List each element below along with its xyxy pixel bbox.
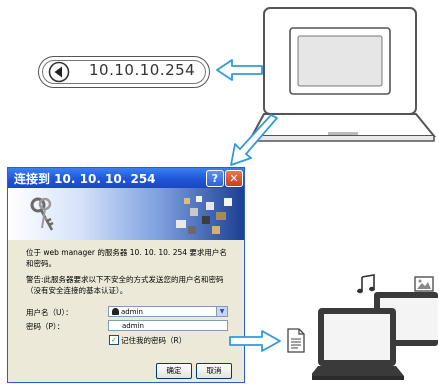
close-button[interactable]: ✕ — [225, 170, 243, 187]
login-dialog: 连接到 10. 10. 10. 254 ? ✕ 位于 web manager 的… — [7, 167, 245, 383]
ok-button[interactable]: 确定 — [156, 363, 192, 379]
password-field[interactable]: admin — [108, 320, 228, 331]
arrow-down-left-icon — [230, 114, 278, 166]
remember-label: 记住我的密码（R） — [121, 336, 187, 345]
address-bar[interactable]: 10.10.10.254 — [38, 56, 210, 88]
dialog-titlebar: 连接到 10. 10. 10. 254 ? ✕ — [8, 168, 244, 188]
keys-icon — [30, 197, 54, 231]
username-label: 用户名（U）： — [26, 308, 73, 317]
address-bar-inner — [42, 60, 206, 84]
image-icon — [414, 276, 434, 292]
password-label: 密码（P）： — [26, 322, 65, 331]
keyboard-graphic-icon — [176, 196, 232, 234]
chevron-down-icon[interactable]: ▼ — [216, 307, 227, 316]
message-warning: 警告:此服务器要求以下不安全的方式发送您的用户名和密码（没有安全连接的基本认证）… — [26, 275, 224, 295]
back-arrow-icon[interactable] — [48, 61, 70, 83]
document-icon — [287, 328, 305, 353]
devices-icon — [312, 292, 438, 380]
laptop-icon — [250, 7, 436, 142]
password-value: admin — [122, 322, 144, 330]
arrow-right-icon — [229, 330, 281, 352]
music-note-icon — [357, 274, 375, 294]
help-button[interactable]: ? — [206, 170, 224, 187]
remember-checkbox[interactable]: ✓ — [109, 335, 119, 345]
username-field[interactable]: admin ▼ — [108, 306, 228, 317]
cancel-button[interactable]: 取消 — [196, 363, 232, 379]
username-value: admin — [121, 308, 143, 316]
dialog-banner — [8, 188, 244, 240]
message-server: 位于 web manager 的服务器 10. 10. 10. 254 要求用户… — [26, 248, 227, 268]
user-icon — [112, 308, 119, 315]
dialog-title: 连接到 10. 10. 10. 254 — [14, 172, 156, 186]
arrow-left-icon — [216, 59, 263, 81]
address-url: 10.10.10.254 — [89, 61, 196, 79]
